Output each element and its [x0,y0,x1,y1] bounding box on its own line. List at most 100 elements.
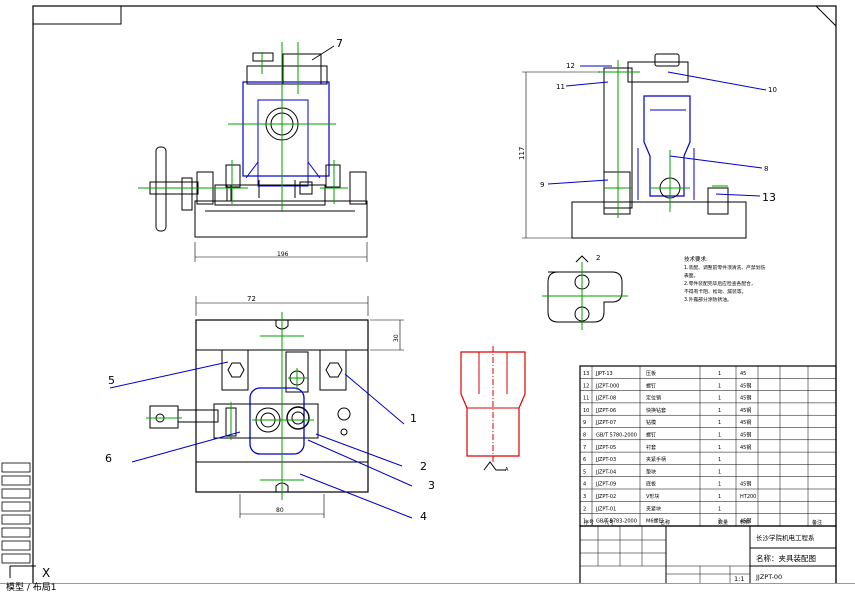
bom-cell-code: JJZPT-05 [595,445,616,451]
callout-11: 11 [556,83,565,91]
bom-cell-mat: 45钢 [740,395,751,402]
bom-cell-mat: 45 [740,371,746,377]
notes-line-2: 表面。 [684,272,698,279]
notes-line-1: 1.装配、调整前零件须清洗、严禁划伤 [684,264,766,271]
layout-tabs-label[interactable]: 模型 / 布局1 [6,583,57,593]
bom-cell-code: GB/T 5783-2000 [596,519,637,525]
bom-cell-qty: 1 [718,506,721,512]
bom-cell-no: 2 [583,506,586,512]
bom-cell-no: 7 [583,445,586,451]
callout-6: 6 [105,452,112,465]
bom-header-mat: 材料 [740,519,750,526]
bom-header-code: 代号 [604,519,614,526]
bom-header-name: 名称 [660,519,670,526]
callout-5: 5 [108,374,115,387]
bom-cell-mat: 45钢 [740,407,751,414]
bom-cell-code: GB/T 5780-2000 [596,433,637,439]
bom-header-no: 序号 [584,519,594,526]
school-name: 长沙学院机电工程系 [756,533,815,542]
callout-1: 1 [410,412,417,425]
bom-cell-qty: 1 [718,469,721,475]
section-label: 2 [596,254,600,262]
resize-mark [815,5,837,27]
drawing-number: JJZPT-00 [755,573,782,581]
bom-cell-qty: 1 [718,494,721,500]
bom-cell-code: JJZPT-02 [595,494,616,500]
callout-9: 9 [540,181,544,189]
bom-cell-name: 底板 [646,481,656,488]
bom-cell-name: 定位销 [646,395,661,402]
bom-cell-name: 压板 [646,370,656,377]
tech-notes: 技术要求: 1.装配、调整前零件须清洗、严禁划伤 表面。 2.零件装配完毕后应检… [684,255,766,303]
corner-label-box [32,5,122,25]
bom-cell-no: 5 [583,469,586,475]
layout-tab-bar[interactable]: 模型 / 布局1 [0,583,855,593]
bom-cell-qty: 1 [718,408,721,414]
bom-cell-code: JJZPT-09 [595,482,616,488]
bom-cell-qty: 1 [718,396,721,402]
bom-cell-no: 1 [583,519,586,525]
sheet-border [32,5,837,586]
bom-cell-no: 3 [583,494,586,500]
callout-13: 13 [762,191,776,204]
callout-10: 10 [768,86,777,94]
bom-cell-name: 衬套 [646,444,656,451]
scale-value: 1:1 [734,575,744,583]
dim-30: 30 [393,334,400,342]
bom-cell-code: JJZPT-000 [595,383,619,389]
bom-cell-qty: 1 [718,433,721,439]
bom-cell-name: 垫块 [646,468,656,475]
dim-117: 117 [518,147,526,160]
bom-cell-no: 6 [583,457,586,463]
bom-cell-no: 10 [583,408,589,414]
top-view: 72 30 80 5 6 1 2 3 4 [105,295,435,523]
workpiece-view: A [460,346,526,473]
callout-3: 3 [428,479,435,492]
callout-12: 12 [566,62,575,70]
bom-cell-mat: 45钢 [740,444,751,451]
ucs-icon: X [9,565,50,580]
dim-196: 196 [277,251,289,258]
bom-cell-code: JJPT-13 [595,371,613,377]
workpiece-label: A [505,467,509,473]
bom-cell-qty: 1 [718,482,721,488]
bom-cell-name: 螺钉 [646,432,656,439]
dim-72: 72 [247,295,256,303]
callout-4: 4 [420,510,427,523]
bom-cell-name: M6螺钉 [646,518,664,525]
bom-cell-code: JJZPT-04 [595,469,616,475]
bom-cell-name: 钻模 [646,419,656,426]
bom-cell-qty: 1 [718,445,721,451]
bom-cell-mat: 45钢 [740,432,751,439]
bom-cell-code: JJZPT-08 [595,396,616,402]
drawing-name: 名称：夹具装配图 [756,553,816,563]
bom-cell-qty: 1 [718,383,721,389]
title-block: 长沙学院机电工程系 名称：夹具装配图 JJZPT-00 1:1 [579,525,837,586]
notes-title: 技术要求: [684,255,708,263]
bom-cell-name: V形块 [646,493,659,500]
bom-cell-qty: 2 [718,519,721,525]
notes-line-3: 2.零件装配完毕后应检查各配合， [684,280,756,287]
callout-7: 7 [336,37,343,50]
bom-cell-code: JJZPT-06 [595,408,616,414]
bom-header-qty: 数量 [718,519,728,526]
bom-cell-qty: 1 [718,420,721,426]
bom-cell-mat: 45钢 [740,481,751,488]
bom-cell-no: 9 [583,420,586,426]
bom-cell-no: 12 [583,383,589,389]
ucs-x-label: X [42,566,50,580]
bom-cell-no: 13 [583,371,589,377]
bom-cell-mat: HT200 [740,494,756,500]
left-palette [1,462,31,564]
section-detail: 2 [542,254,628,330]
bom-cell-name: 螺钉 [646,382,656,389]
callout-2: 2 [420,460,427,473]
notes-line-5: 3.外露部分涂防锈油。 [684,296,732,303]
side-view: 12 11 10 8 9 13 117 [518,53,777,239]
bom-cell-code: JJZPT-03 [595,457,616,463]
bom-cell-name: 快换钻套 [646,407,666,414]
